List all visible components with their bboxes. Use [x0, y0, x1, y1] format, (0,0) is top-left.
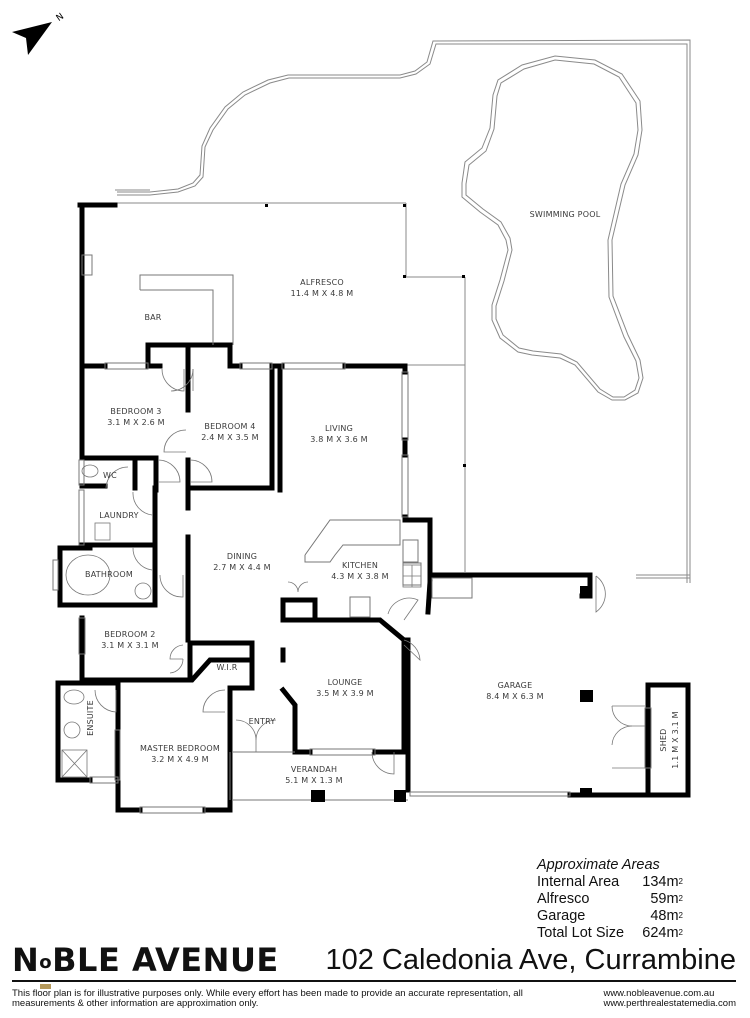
- stove-icon: [402, 564, 422, 588]
- fixtures: [61, 464, 152, 778]
- room-verandah-dims: 5.1 M X 1.3 M: [285, 776, 343, 785]
- lot-boundary: [80, 39, 691, 583]
- room-alfresco-dims: 11.4 M X 4.8 M: [291, 289, 354, 298]
- room-wir-label: W.I.R: [217, 663, 238, 672]
- property-address: 102 Caledonia Ave, Currambine: [325, 944, 736, 976]
- room-shed-dims: 1.1 M X 3.1 M: [671, 711, 680, 769]
- north-arrow-icon: N: [12, 12, 66, 55]
- brand-logo: NoBLE AVENUE: [12, 940, 279, 989]
- room-living-dims: 3.8 M X 3.6 M: [310, 435, 368, 444]
- room-bedroom3-dims: 3.1 M X 2.6 M: [107, 418, 165, 427]
- windows-fixtures: [52, 254, 652, 814]
- room-bedroom4-label: BEDROOM 4: [204, 422, 255, 431]
- floor-plan: N: [12, 12, 691, 814]
- door-swings: [94, 368, 645, 775]
- room-lounge-dims: 3.5 M X 3.9 M: [316, 689, 374, 698]
- room-garage-label: GARAGE: [498, 681, 533, 690]
- room-dining-dims: 2.7 M X 4.4 M: [213, 563, 271, 572]
- room-kitchen-label: KITCHEN: [342, 561, 378, 570]
- room-bedroom2-dims: 3.1 M X 3.1 M: [101, 641, 159, 650]
- swimming-pool: [461, 55, 644, 401]
- room-garage-dims: 8.4 M X 6.3 M: [486, 692, 544, 701]
- website-links: www.nobleavenue.com.au www.perthrealesta…: [603, 989, 736, 1008]
- room-wc-label: WC: [103, 471, 117, 480]
- room-living-label: LIVING: [325, 424, 353, 433]
- link-perthrealestatemedia[interactable]: www.perthrealestatemedia.com: [603, 997, 736, 1009]
- room-shed-label: SHED: [659, 728, 668, 751]
- areas-title: Approximate Areas: [537, 857, 660, 873]
- room-pool-label: SWIMMING POOL: [530, 210, 601, 219]
- walls: [55, 202, 691, 813]
- room-ensuite-label: ENSUITE: [86, 700, 95, 736]
- posts: [265, 204, 593, 802]
- room-master-label: MASTER BEDROOM: [140, 744, 220, 753]
- room-bar-label: BAR: [144, 313, 161, 322]
- room-dining-label: DINING: [227, 552, 257, 561]
- room-bedroom2-label: BEDROOM 2: [104, 630, 155, 639]
- room-master-dims: 3.2 M X 4.9 M: [151, 755, 209, 764]
- divider: [12, 980, 736, 982]
- room-alfresco-label: ALFRESCO: [300, 278, 344, 287]
- room-verandah-label: VERANDAH: [291, 765, 337, 774]
- room-bathroom-label: BATHROOM: [85, 570, 133, 579]
- svg-text:N: N: [55, 12, 66, 24]
- link-nobleavenue[interactable]: www.nobleavenue.com.au: [603, 988, 715, 999]
- room-bedroom3-label: BEDROOM 3: [110, 407, 161, 416]
- room-bedroom4-dims: 2.4 M X 3.5 M: [201, 433, 259, 442]
- room-entry-label: ENTRY: [249, 717, 276, 726]
- room-labels: ALFRESCO 11.4 M X 4.8 M BAR SWIMMING POO…: [85, 210, 680, 785]
- disclaimer-text: This floor plan is for illustrative purp…: [12, 988, 523, 1009]
- room-laundry-label: LAUNDRY: [99, 511, 138, 520]
- room-lounge-label: LOUNGE: [328, 678, 363, 687]
- room-kitchen-dims: 4.3 M X 3.8 M: [331, 572, 389, 581]
